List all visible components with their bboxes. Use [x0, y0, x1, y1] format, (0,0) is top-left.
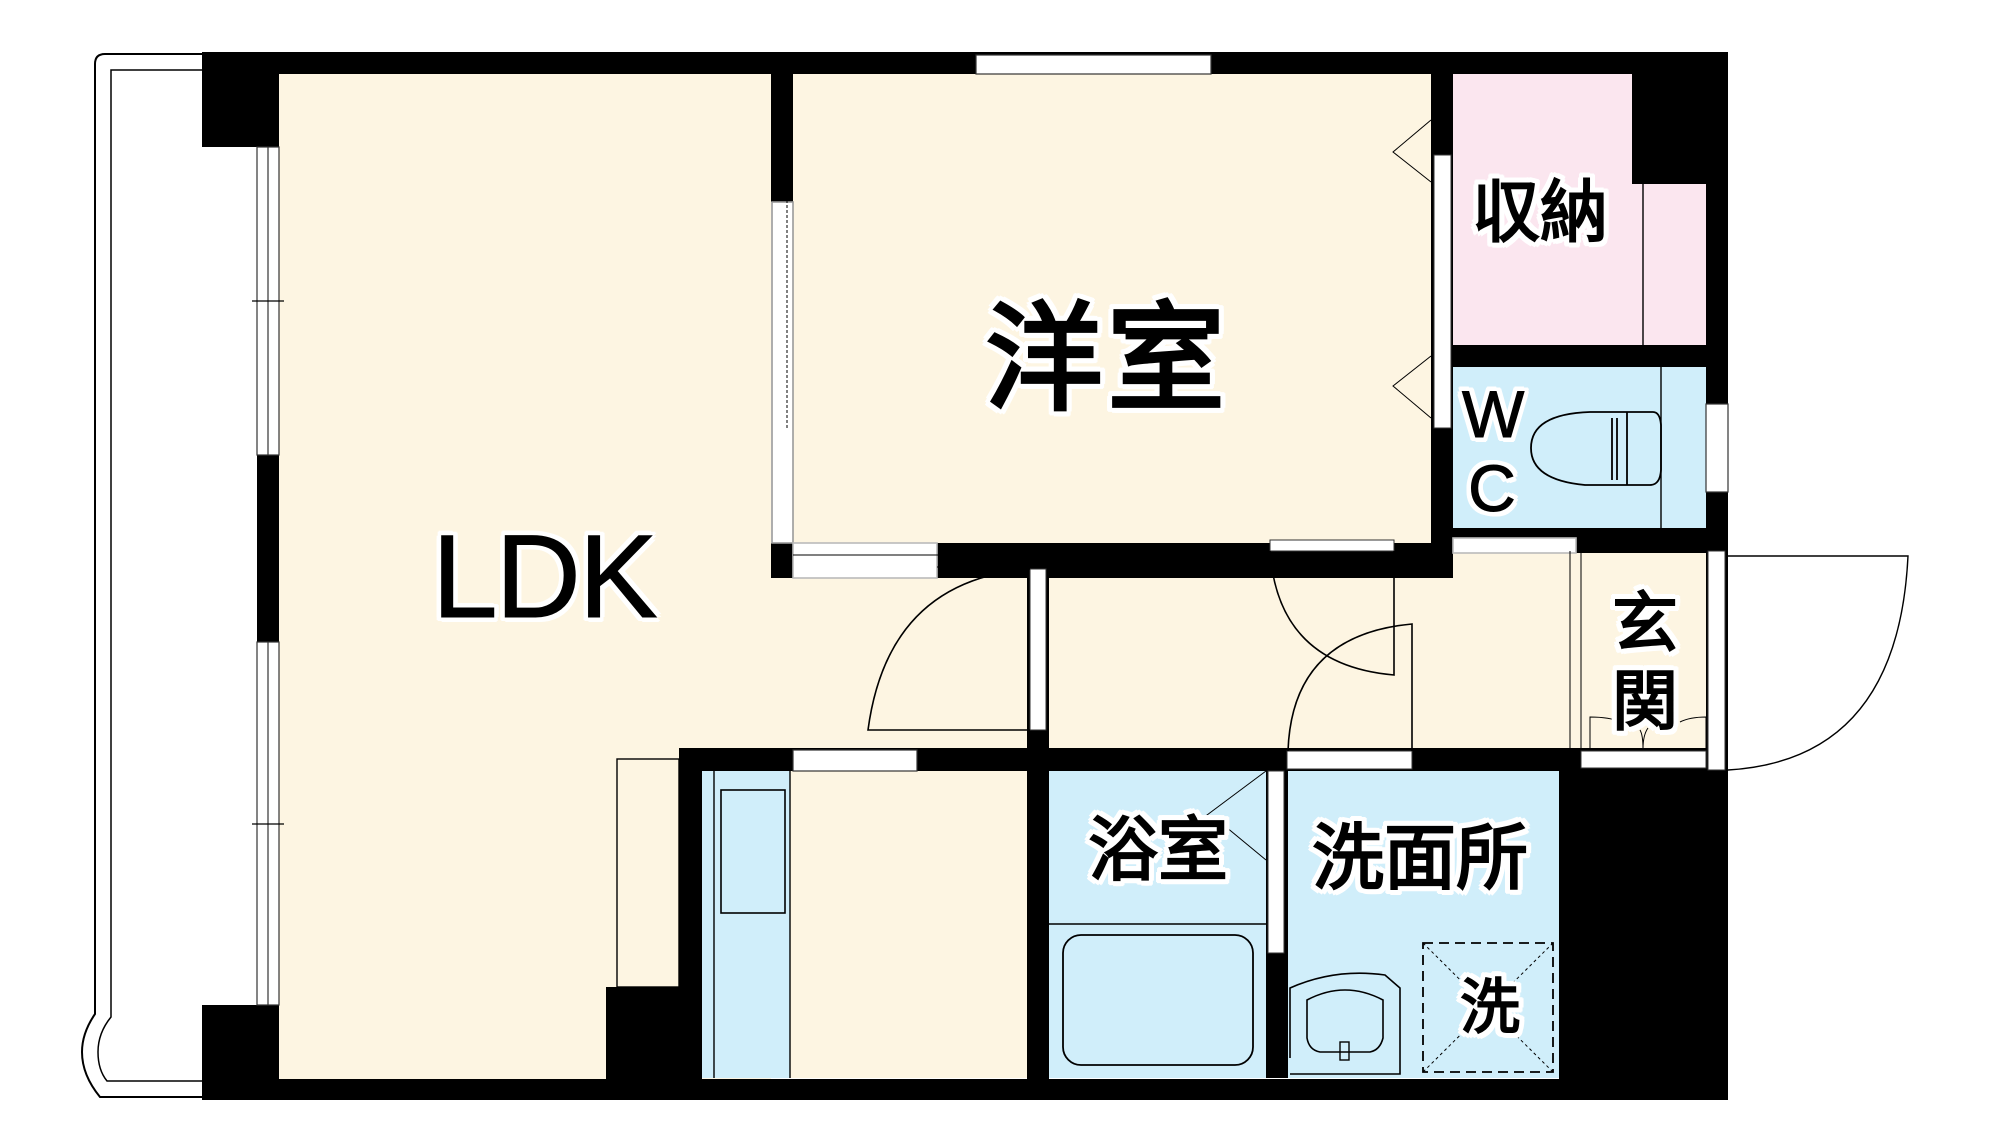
washer-space-icon: [1422, 942, 1554, 1073]
wc-floor: [1453, 367, 1706, 528]
western-window: [975, 54, 1212, 75]
room-label-wc: WC: [1462, 377, 1525, 526]
western-room-floor: [793, 74, 1431, 543]
room-label-western-room: 洋室: [985, 290, 1230, 428]
balcony: [80, 53, 202, 1098]
kitchen-floor: [790, 771, 1027, 1078]
kitchen-counter: [616, 758, 680, 988]
wc-window: [1705, 403, 1729, 493]
washer-space-label: 洗: [1460, 973, 1520, 1043]
bathtub-icon: [1062, 934, 1254, 1066]
entrance-floor: [1581, 553, 1706, 749]
storage-floor: [1453, 74, 1632, 345]
room-label-storage: 収納: [1472, 174, 1609, 253]
fixtures: [616, 184, 1662, 1078]
sink: [720, 789, 786, 914]
hallway-floor: [1049, 551, 1581, 749]
room-label-ldk: LDK: [432, 511, 659, 643]
kitchen-window: [792, 749, 918, 772]
room-label-entrance: 玄関: [1612, 585, 1678, 740]
room-label-washroom: 洗面所: [1312, 816, 1529, 900]
doors: [771, 119, 1909, 954]
room-label-bathroom: 浴室: [1088, 809, 1228, 891]
toilet-icon: [1530, 411, 1662, 486]
kitchen-sink-area: [702, 771, 790, 1078]
windows: [252, 54, 1729, 1006]
wash-basin-icon: [1289, 972, 1401, 1075]
